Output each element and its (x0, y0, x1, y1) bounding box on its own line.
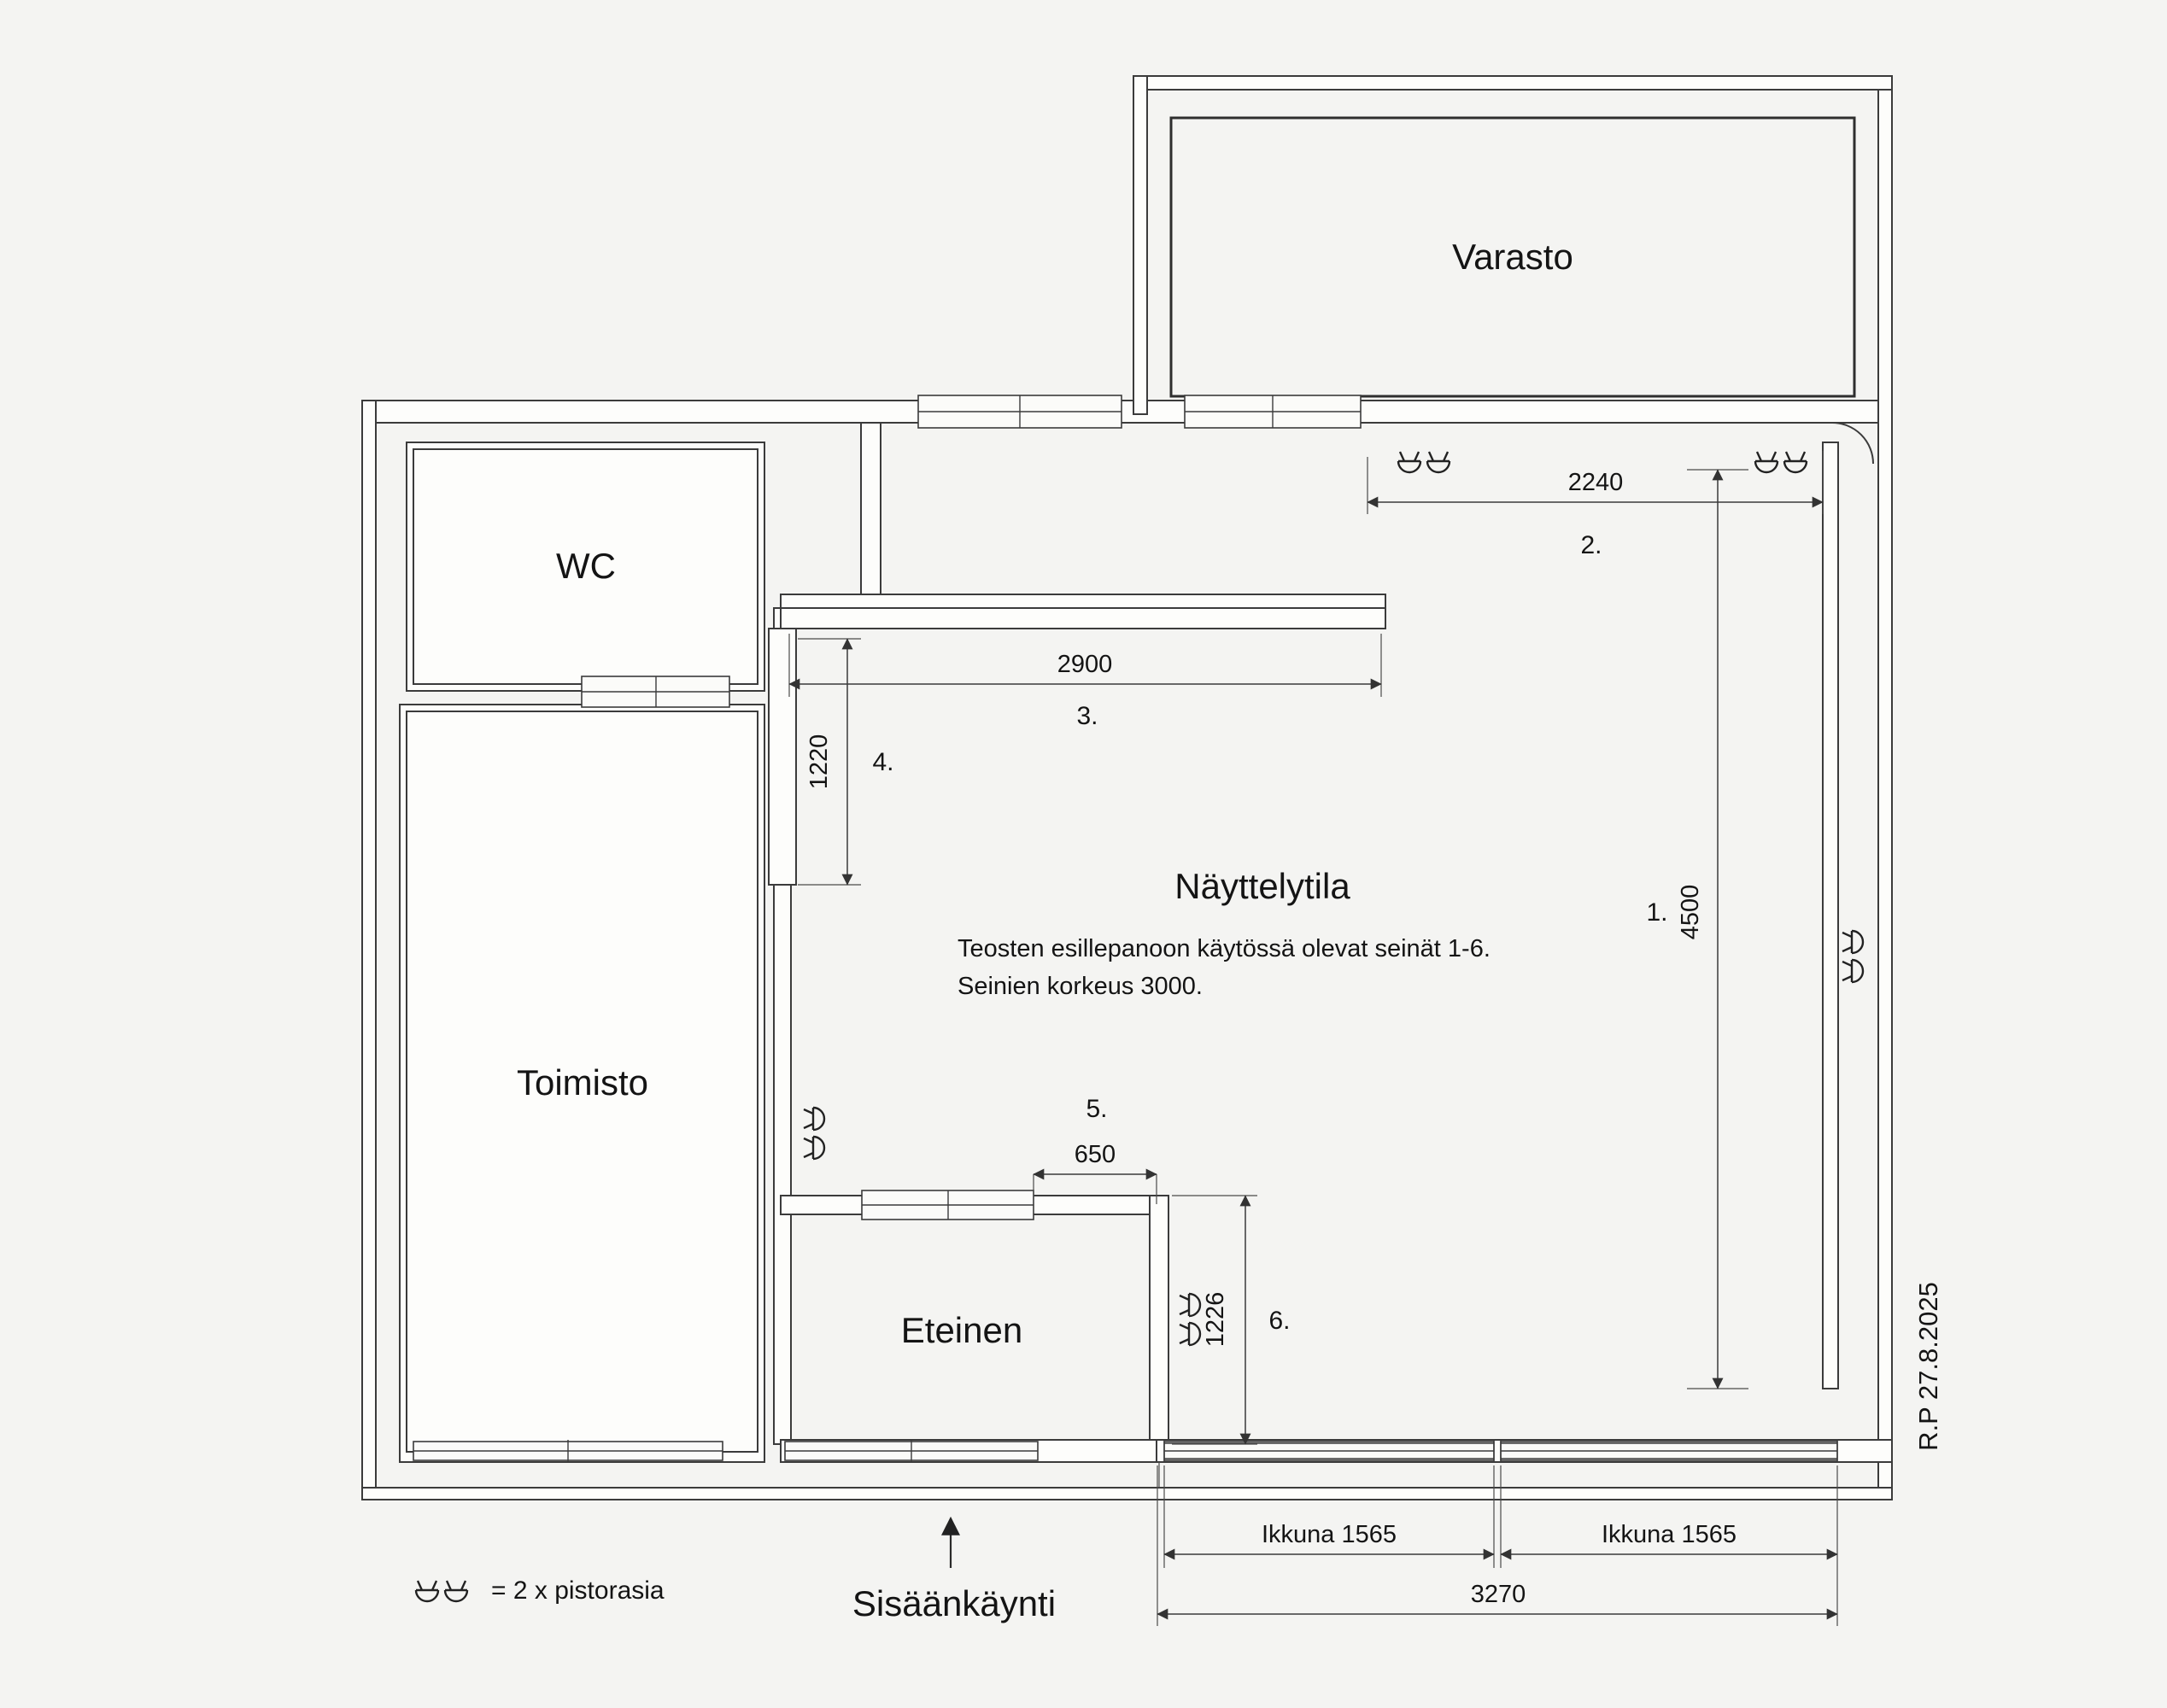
dimension-2900: 2900 3. (788, 634, 1382, 730)
dim-1226-text: 1226 (1202, 1292, 1229, 1348)
wall-upper-top (1133, 75, 1893, 91)
opening-varasto (1184, 395, 1362, 429)
dim-3270-text: 3270 (1471, 1581, 1526, 1608)
room-label-nayttelytila: Näyttelytila (1174, 866, 1350, 906)
room-label-wc: WC (556, 546, 616, 586)
varasto-room-walls (1169, 116, 1856, 398)
room-label-eteinen: Eteinen (901, 1310, 1022, 1350)
openings (413, 395, 1838, 1462)
wall-left (361, 400, 377, 1500)
wall-3-label: 3. (1076, 702, 1098, 730)
wc-door (581, 676, 730, 708)
wall-top-main (361, 400, 1893, 424)
dimension-1226: 1226 6. (1172, 1195, 1291, 1445)
dimension-2240: 2240 2. (1367, 451, 1824, 559)
dim-1220-text: 1220 (805, 734, 833, 790)
legend-text: = 2 x pistorasia (491, 1576, 665, 1605)
opening-top-left (917, 395, 1122, 429)
wall-6 (1149, 1195, 1169, 1463)
wall-right (1877, 75, 1893, 1500)
dimension-650: 650 5. (1033, 1095, 1157, 1204)
wall-3 (780, 607, 1386, 629)
entrance-label: Sisäänkäynti (852, 1583, 1056, 1623)
wall-top-step (860, 422, 881, 609)
room-labels: Varasto WC Toimisto Eteinen Näyttelytila… (517, 237, 1573, 1350)
legend: = 2 x pistorasia (416, 1576, 665, 1605)
wall-4 (768, 628, 797, 886)
dim-2240-text: 2240 (1568, 469, 1624, 496)
dim-650-text: 650 (1075, 1141, 1116, 1168)
dim-4500-text: 4500 (1677, 885, 1704, 940)
toimisto-window (413, 1440, 723, 1462)
dimension-3270: 3270 (1157, 1465, 1838, 1626)
wall-1 (1822, 442, 1839, 1389)
wall-2-label: 2. (1580, 531, 1602, 559)
interior-walls (399, 116, 1893, 1488)
dim-2900-text: 2900 (1057, 651, 1113, 678)
dimension-ikkuna-2: Ikkuna 1565 (1500, 1465, 1838, 1568)
note-line-1: Teosten esillepanoon käytössä olevat sei… (958, 935, 1491, 962)
door-swing-arc (1831, 422, 1874, 465)
note-line-2: Seinien korkeus 3000. (958, 973, 1203, 1000)
room-label-varasto: Varasto (1452, 237, 1573, 277)
outer-walls (361, 75, 1893, 1500)
dimension-1220: 1220 4. (798, 638, 894, 886)
dim-ikkuna1-text: Ikkuna 1565 (1262, 1521, 1397, 1548)
dimension-ikkuna-1: Ikkuna 1565 (1163, 1465, 1495, 1568)
wc-room-outer (406, 442, 765, 692)
stamp-text: R.P 27.8.2025 (1913, 1282, 1943, 1451)
ikkuna-window-2 (1500, 1440, 1838, 1462)
wall-4-label: 4. (872, 748, 893, 776)
dimensions: 2240 2. 2900 3. 1220 4. 4500 1. (788, 451, 1838, 1626)
toimisto-room-outer (399, 704, 765, 1463)
room-label-toimisto: Toimisto (517, 1062, 648, 1103)
wall-3-beam (780, 594, 1386, 609)
dimension-4500: 4500 1. (1646, 469, 1748, 1389)
dim-ikkuna2-text: Ikkuna 1565 (1602, 1521, 1737, 1548)
wall-5-label: 5. (1086, 1095, 1107, 1123)
wall-upper-left (1133, 75, 1148, 415)
wall-bottom-outer (361, 1487, 1893, 1500)
entrance: Sisäänkäynti (852, 1516, 1056, 1623)
ikkuna-window-1 (1163, 1440, 1495, 1462)
wall-6-label: 6. (1268, 1307, 1290, 1335)
eteinen-door (861, 1190, 1034, 1220)
wall-1-label: 1. (1646, 898, 1667, 927)
eteinen-window (784, 1440, 1039, 1462)
